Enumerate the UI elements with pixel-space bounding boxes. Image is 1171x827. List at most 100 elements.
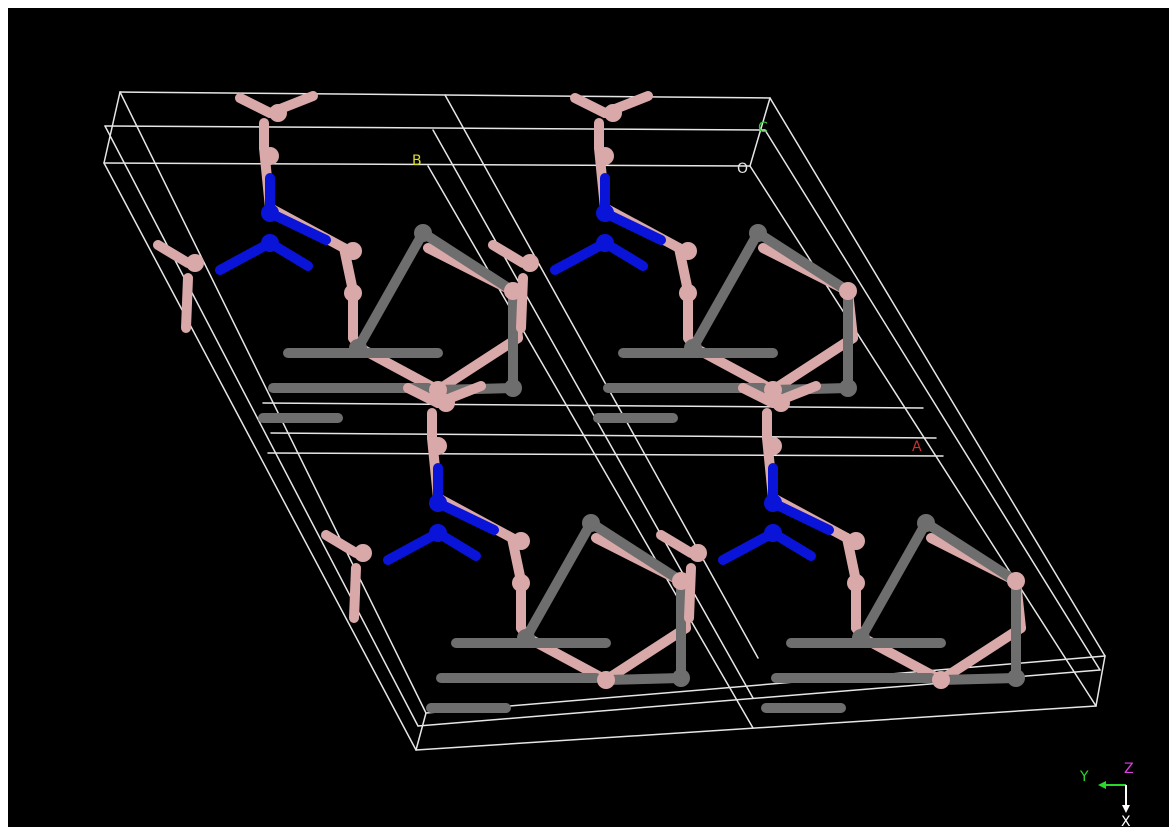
bond-c (856, 518, 931, 643)
atom-n (596, 204, 614, 222)
bond-n (383, 528, 443, 565)
cell-edge (262, 402, 924, 409)
bond-c (753, 228, 853, 296)
bond-bn (488, 240, 528, 268)
atom-c (839, 379, 857, 397)
axis-label-x: X (1121, 814, 1131, 827)
atom-b (429, 381, 447, 399)
bond-c (353, 228, 428, 353)
bond-bn (936, 623, 1026, 685)
atom-b (689, 544, 707, 562)
cell-edge (104, 125, 766, 131)
bond-bn (153, 240, 193, 268)
cell-edge (432, 129, 754, 699)
cell-edge (415, 705, 1097, 751)
axis-label-y: Y (1079, 769, 1089, 785)
atom-c (517, 629, 535, 647)
atom-b (504, 282, 522, 300)
cell-edge (444, 94, 759, 659)
cell-edge (267, 452, 944, 457)
cell-edge (749, 165, 1097, 707)
cell-edge (764, 129, 1101, 671)
atom-c (749, 224, 767, 242)
cell-edge (104, 125, 419, 727)
atom-b (839, 282, 857, 300)
atom-c (414, 224, 432, 242)
crystal-structure-scene[interactable]: B C O A Y Z X (8, 8, 1169, 827)
bond-bn (516, 273, 528, 333)
bond-bn (235, 93, 275, 118)
atom-n (429, 494, 447, 512)
atom-b (512, 532, 530, 550)
bond-n (600, 208, 666, 245)
atom-n (764, 524, 782, 542)
atom-n (261, 204, 279, 222)
bond-n (718, 528, 778, 565)
bond-c (521, 518, 596, 643)
atom-b (764, 437, 782, 455)
atom-b (512, 574, 530, 592)
atom-b (932, 671, 950, 689)
bond-bn (433, 333, 523, 395)
atom-b (847, 532, 865, 550)
atom-b (521, 254, 539, 272)
atom-c (852, 629, 870, 647)
cell-edge (103, 162, 417, 751)
structure-3d-viewport[interactable]: B C O A Y Z X (8, 8, 1169, 827)
bond-c (921, 518, 1021, 586)
bond-c (936, 673, 1021, 685)
bond-bn (349, 563, 361, 623)
atom-b (354, 544, 372, 562)
axis-label-z: Z (1124, 761, 1134, 777)
bond-bn (181, 273, 193, 333)
bond-bn (403, 383, 443, 408)
atom-c (684, 339, 702, 357)
bond-bn (601, 623, 691, 685)
bond-bn (321, 530, 361, 558)
atom-b (186, 254, 204, 272)
atom-c (349, 339, 367, 357)
atom-n (261, 234, 279, 252)
atom-b (429, 437, 447, 455)
bond-c (688, 228, 763, 353)
cell-edge (103, 91, 121, 164)
atom-b (261, 147, 279, 165)
bond-c (586, 518, 686, 586)
bond-bn (570, 93, 610, 118)
bond-bn (684, 563, 696, 623)
atom-b (1007, 572, 1025, 590)
atom-c (582, 514, 600, 532)
x-axis-arrowhead (1122, 805, 1130, 813)
bond-n (550, 238, 610, 275)
cell-edge (427, 165, 754, 729)
lattice-label-c: C (758, 120, 768, 136)
atom-b (344, 284, 362, 302)
y-axis-arrowhead (1098, 781, 1106, 789)
cell-edge (769, 97, 1106, 657)
axis-triad: Y Z X (1079, 761, 1134, 827)
atom-n (764, 494, 782, 512)
cell-edge (103, 162, 751, 167)
unit-cell-box (103, 91, 1106, 751)
atom-n (429, 524, 447, 542)
atom-c (672, 669, 690, 687)
bond-bn (738, 383, 778, 408)
atom-c (917, 514, 935, 532)
atom-b (847, 574, 865, 592)
atom-c (504, 379, 522, 397)
atom-b (437, 394, 455, 412)
bond-n (768, 498, 834, 535)
atom-b (672, 572, 690, 590)
bond-bn (656, 530, 696, 558)
atom-b (597, 671, 615, 689)
cell-edge (270, 432, 937, 439)
atom-b (604, 104, 622, 122)
cell-edge (1095, 655, 1106, 707)
bond-n (265, 208, 331, 245)
cell-edge (415, 712, 427, 751)
cell-edge (749, 97, 771, 167)
atom-b (344, 242, 362, 260)
lattice-label-a: A (912, 439, 922, 455)
atom-b (679, 284, 697, 302)
atom-b (764, 381, 782, 399)
